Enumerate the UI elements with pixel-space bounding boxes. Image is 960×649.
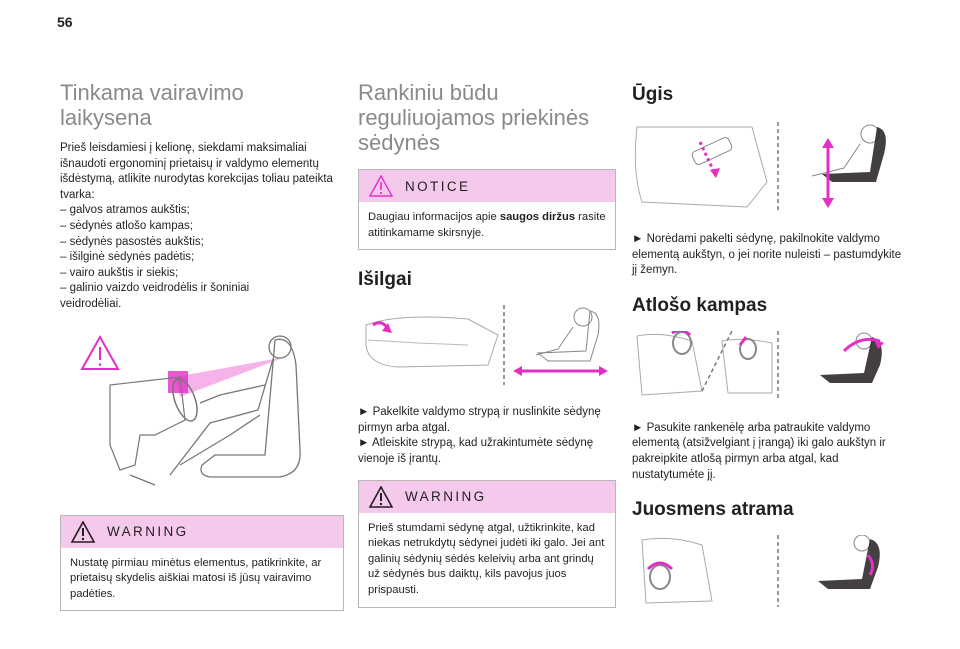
heading-backrest: Atlošo kampas	[632, 294, 768, 316]
page-number: 56	[57, 14, 73, 30]
intro-text: Prieš leisdamiesi į kelionę, siekdami ma…	[60, 142, 333, 201]
warning-text: Nustatę pirmiau minėtus elementus, patik…	[70, 556, 322, 600]
notice-label: NOTICE	[405, 178, 471, 194]
step-text: ► Pakelkite valdymo strypą ir nuslinkite…	[358, 406, 601, 434]
warning-box: WARNING Nustatę pirmiau minėtus elementu…	[60, 514, 344, 612]
height-illustration	[632, 122, 902, 212]
warning-label: WARNING	[107, 524, 189, 540]
height-text: ► Norėdami pakelti sėdynę, pakilnokite v…	[632, 233, 902, 277]
list-item: – galinio vaizdo veidrodėlis ir šoniniai	[60, 282, 250, 295]
notice-icon	[369, 175, 393, 197]
notice-text: Daugiau informacijos apie saugos diržus …	[359, 202, 615, 249]
heading-longitudinal: Išilgai	[358, 269, 412, 291]
warning-text: Prieš stumdami sėdynę atgal, užtikrinkit…	[368, 521, 605, 596]
column-driving-position: Tinkama vairavimo laikysena Prieš leisda…	[60, 80, 344, 612]
list-item: – išilginė sėdynės padėtis;	[60, 251, 195, 264]
title-line: reguliuojamos priekinės	[358, 105, 590, 130]
warning-label: WARNING	[405, 489, 487, 505]
step-text: ► Atleiskite strypą, kad užrakintumėte s…	[358, 437, 594, 465]
column-manual-seats: Rankiniu būdu reguliuojamos priekinės sė…	[358, 80, 616, 608]
driving-position-illustration	[60, 325, 344, 493]
list-item: – galvos atramos aukštis;	[60, 204, 190, 217]
list-item: – sėdynės pasostės aukštis;	[60, 235, 204, 248]
warning-header: WARNING	[61, 515, 343, 548]
section-title-driving-position: Tinkama vairavimo laikysena	[60, 80, 344, 130]
notice-header: NOTICE	[359, 170, 615, 202]
warning-icon	[80, 334, 120, 370]
notice-text-suffix: rasite atitinkamame skirsnyje.	[368, 211, 606, 239]
warning-icon	[369, 485, 393, 508]
backrest-text: ► Pasukite rankenėlę arba patraukite val…	[632, 421, 886, 481]
adjustment-list: – galvos atramos aukštis; – sėdynės atlo…	[60, 203, 344, 312]
notice-box: NOTICE Daugiau informacijos apie saugos …	[358, 169, 616, 251]
title-line: Rankiniu būdu	[358, 80, 499, 105]
section-title-manual-seats: Rankiniu būdu reguliuojamos priekinės sė…	[358, 80, 616, 155]
lumbar-illustration	[632, 535, 902, 608]
notice-text-prefix: Daugiau informacijos apie	[368, 211, 500, 223]
column-seat-adjustments: Ūgis ► Norėdami pakelti sėdynę, pakilnok…	[632, 80, 902, 608]
heading-lumbar: Juosmens atrama	[632, 499, 794, 521]
warning-icon	[71, 520, 95, 543]
warning-header: WARNING	[359, 480, 615, 513]
list-item: – vairo aukštis ir siekis;	[60, 266, 179, 279]
title-line: Tinkama vairavimo	[60, 80, 244, 105]
heading-height: Ūgis	[632, 84, 674, 105]
title-line: sėdynės	[358, 130, 440, 155]
longitudinal-steps: ► Pakelkite valdymo strypą ir nuslinkite…	[358, 405, 616, 467]
warning-box: WARNING Prieš stumdami sėdynę atgal, užt…	[358, 479, 616, 608]
list-item: veidrodėliai.	[60, 297, 122, 310]
title-line: laikysena	[60, 105, 152, 130]
longitudinal-illustration	[358, 305, 616, 386]
list-item: – sėdynės atlošo kampas;	[60, 219, 193, 232]
notice-text-bold: saugos diržus	[499, 211, 576, 223]
backrest-illustration	[632, 330, 902, 401]
